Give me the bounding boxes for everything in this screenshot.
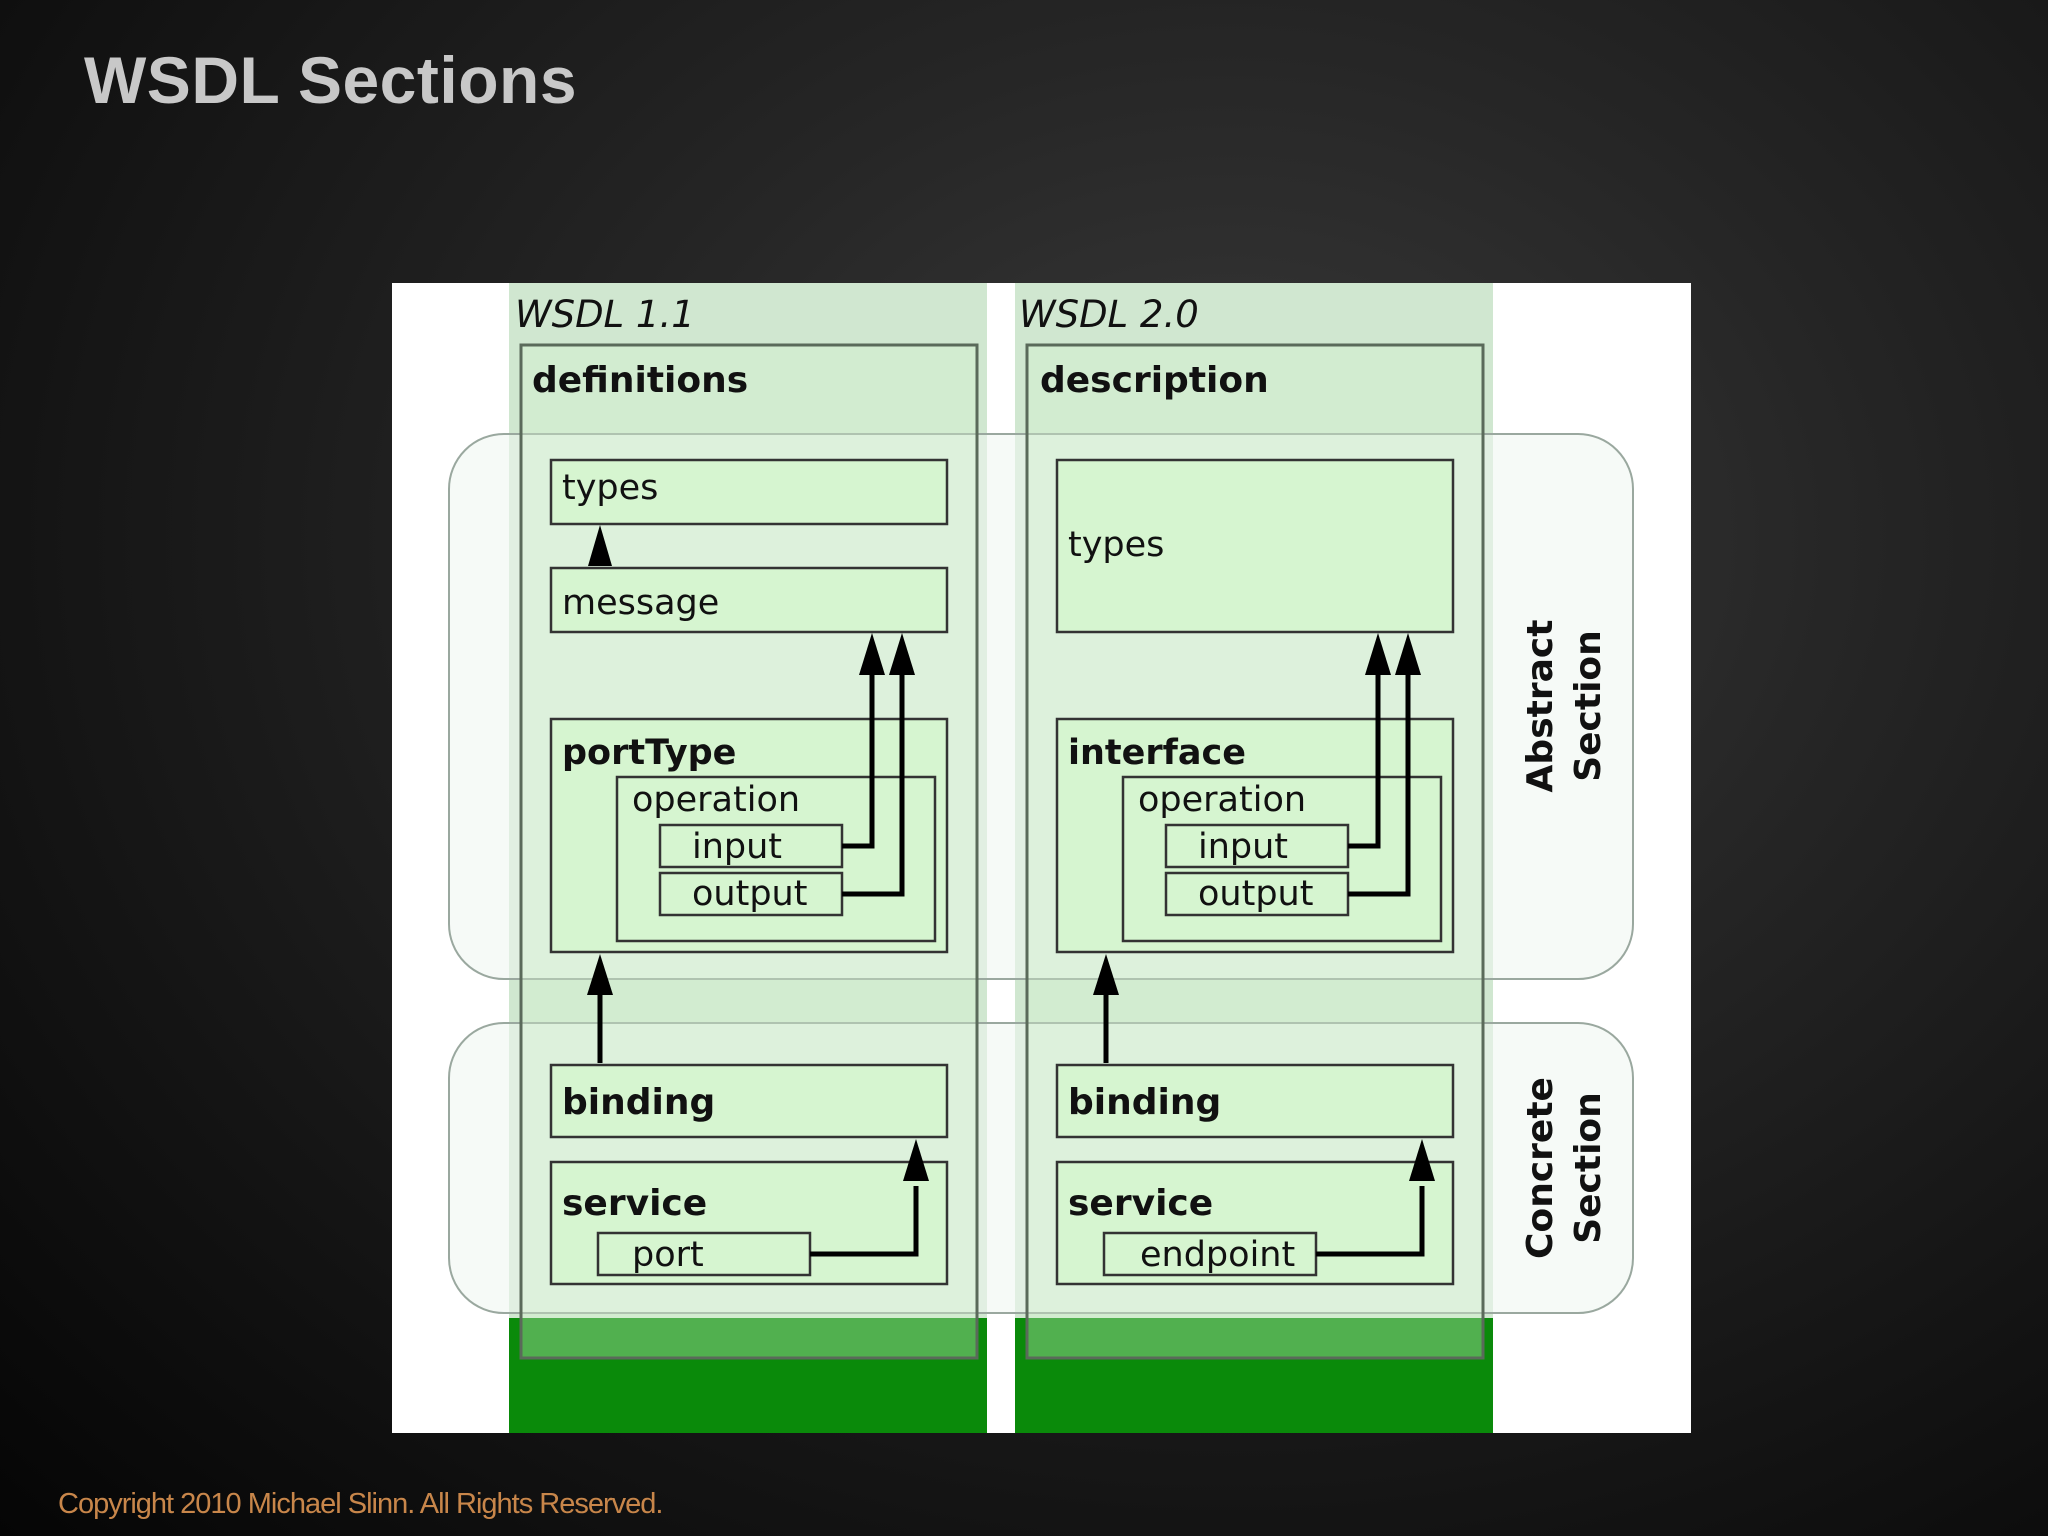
wsdl11-input-label: input bbox=[692, 827, 782, 867]
wsdl11-output-box bbox=[658, 871, 844, 917]
wsdl20-input-label: input bbox=[1198, 827, 1288, 867]
wsdl11-heading: WSDL 1.1 bbox=[515, 293, 695, 336]
wsdl11-binding-label: binding bbox=[562, 1082, 715, 1123]
wsdl11-types-box bbox=[549, 458, 949, 526]
wsdl11-port-label: port bbox=[632, 1235, 704, 1275]
arrowhead-icon bbox=[1409, 1139, 1435, 1181]
abstract-label-line2: Section bbox=[1568, 630, 1609, 782]
wsdl-diagram-svg: WSDL 1.1 WSDL 2.0 definitions descriptio… bbox=[448, 283, 1634, 1433]
copyright-footer: Copyright 2010 Michael Slinn. All Rights… bbox=[58, 1488, 663, 1520]
concrete-label-line1: Concrete bbox=[1520, 1077, 1561, 1259]
wsdl11-arrows bbox=[597, 551, 919, 1257]
wsdl20-endpoint-label: endpoint bbox=[1140, 1235, 1295, 1275]
definitions-label: definitions bbox=[532, 360, 748, 401]
wsdl20-service-label: service bbox=[1068, 1183, 1213, 1224]
wsdl11-binding-box bbox=[549, 1063, 949, 1139]
arrowhead-icon bbox=[1093, 954, 1119, 995]
wsdl11-port-box bbox=[596, 1231, 812, 1277]
abstract-section-label: Abstract Section bbox=[1520, 620, 1609, 793]
wsdl20-binding-label: binding bbox=[1068, 1082, 1221, 1123]
wsdl20-output-label: output bbox=[1198, 874, 1313, 914]
port-to-binding-arrow-line bbox=[810, 1186, 919, 1257]
input-to-message-arrow-line bbox=[842, 656, 875, 849]
wsdl20-operation-label: operation bbox=[1138, 780, 1306, 820]
description-label: description bbox=[1040, 360, 1269, 401]
wsdl11-porttype-label: portType bbox=[562, 733, 736, 773]
concrete-label-line2: Section bbox=[1568, 1092, 1609, 1244]
wsdl11-message-label: message bbox=[562, 583, 719, 623]
wsdl20-types-label: types bbox=[1068, 525, 1164, 565]
wsdl11-message-box bbox=[549, 566, 949, 634]
arrowhead-icon bbox=[588, 525, 612, 566]
endpoint-to-binding-arrow-line bbox=[1316, 1186, 1425, 1257]
wsdl20-types-box bbox=[1055, 458, 1455, 634]
wsdl11-operation-label: operation bbox=[632, 780, 800, 820]
wsdl-diagram: WSDL 1.1 WSDL 2.0 definitions descriptio… bbox=[392, 283, 1691, 1433]
input-to-types-arrow-line bbox=[1348, 656, 1381, 849]
output-to-types-arrow-line bbox=[1348, 656, 1411, 897]
arrowhead-icon bbox=[587, 954, 613, 995]
arrowhead-icon bbox=[1365, 633, 1391, 675]
arrowhead-icon bbox=[1395, 633, 1421, 675]
wsdl20-arrowheads bbox=[1093, 633, 1435, 1181]
arrowhead-icon bbox=[889, 633, 915, 675]
output-to-message-arrow-line bbox=[842, 656, 905, 897]
wsdl11-output-label: output bbox=[692, 874, 807, 914]
wsdl11-arrowheads bbox=[587, 525, 929, 1181]
wsdl20-endpoint-box bbox=[1102, 1231, 1318, 1277]
wsdl20-output-box bbox=[1164, 871, 1350, 917]
wsdl20-binding-box bbox=[1055, 1063, 1455, 1139]
abstract-label-line1: Abstract bbox=[1520, 620, 1561, 793]
arrowhead-icon bbox=[903, 1139, 929, 1181]
wsdl11-types-label: types bbox=[562, 468, 658, 508]
wsdl20-heading: WSDL 2.0 bbox=[1019, 293, 1199, 336]
wsdl11-service-label: service bbox=[562, 1183, 707, 1224]
slide-title: WSDL Sections bbox=[84, 43, 578, 117]
concrete-section-label: Concrete Section bbox=[1520, 1077, 1609, 1259]
arrowhead-icon bbox=[859, 633, 885, 675]
wsdl20-interface-label: interface bbox=[1068, 733, 1246, 773]
